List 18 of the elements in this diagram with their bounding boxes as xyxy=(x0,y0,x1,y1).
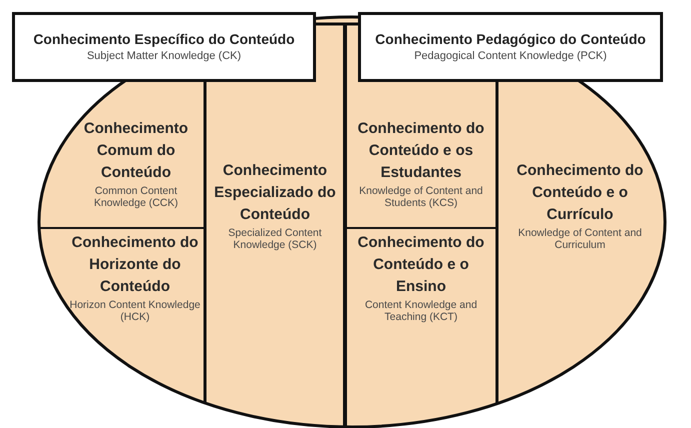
box-subtitle: Subject Matter Knowledge (CK) xyxy=(86,50,242,62)
region-subtitle: Knowledge of Content and Curriculum xyxy=(517,227,643,251)
title-box xyxy=(358,12,663,82)
box-heading: Conhecimento Pedagógico do Conteúdo xyxy=(375,32,646,47)
region-heading: Conhecimento do Conteúdo e o Ensino xyxy=(356,233,486,297)
region-subtitle: Common Content Knowledge (CCK) xyxy=(92,185,180,209)
region-heading: Conhecimento Especializado do Conteúdo xyxy=(213,161,337,225)
region-subtitle: Horizon Content Knowledge (HCK) xyxy=(68,299,202,323)
region-subtitle: Specialized Content Knowledge (SCK) xyxy=(227,227,323,251)
region-heading: Conhecimento do Conteúdo e o Currículo xyxy=(516,161,644,225)
box-heading: Conhecimento Específico do Conteúdo xyxy=(33,32,295,47)
region-heading: Conhecimento do Conteúdo e os Estudantes xyxy=(356,119,486,183)
region-heading: Conhecimento Comum do Conteúdo xyxy=(82,119,190,183)
title-box xyxy=(12,12,316,82)
box-subtitle: Pedagogical Content Knowledge (PCK) xyxy=(414,50,607,62)
region-subtitle: Content Knowledge and Teaching (KCT) xyxy=(364,299,478,323)
region-subtitle: Knowledge of Content and Students (KCS) xyxy=(358,185,484,209)
region-heading: Conhecimento do Horizonte do Conteúdo xyxy=(70,233,200,297)
